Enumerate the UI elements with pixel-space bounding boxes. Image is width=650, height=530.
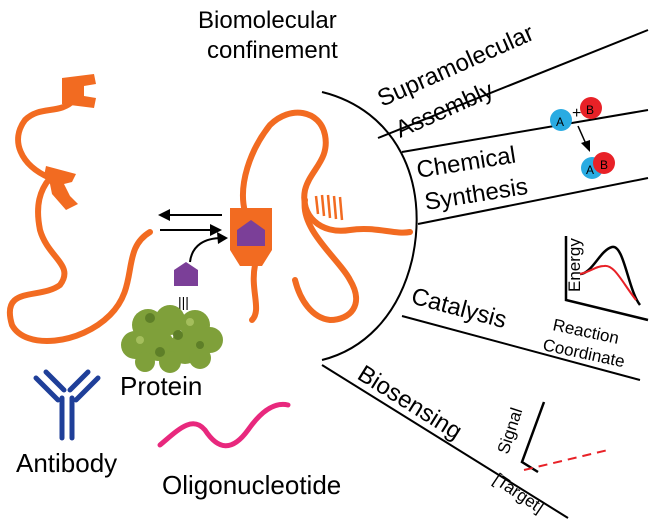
uncatalyzed-energy-curve	[579, 245, 642, 306]
protein-label: Protein	[120, 371, 202, 401]
signal-response-line	[523, 449, 609, 471]
oligonucleotide-label: Oligonucleotide	[162, 470, 341, 500]
energy-axis-label: Energy	[565, 238, 584, 292]
oligonucleotide-icon	[157, 401, 291, 449]
product-b-letter: B	[600, 158, 608, 172]
hybridization-rungs	[314, 194, 344, 221]
equilibrium-arrows	[158, 209, 228, 263]
bound-aptamer-strand-lower	[249, 197, 359, 324]
title-line-1: Biomolecular	[198, 7, 337, 34]
catalyzed-energy-curve	[579, 264, 637, 301]
antibody-icon	[33, 369, 101, 441]
signal-plot: Signal [Target]	[490, 401, 609, 517]
energy-plot: Energy Reaction Coordinate	[541, 236, 649, 371]
catalysis-label: Catalysis	[408, 283, 509, 334]
product-b-icon	[593, 152, 615, 174]
free-ligand-icon	[174, 262, 198, 286]
reactant-b-letter: B	[586, 103, 594, 117]
reactant-b-icon	[580, 97, 602, 119]
binding-site-top-icon	[62, 74, 96, 108]
unbound-aptamer-strand	[6, 97, 153, 344]
reaction-arrow-icon	[581, 140, 590, 152]
product-a-letter: A	[586, 163, 594, 177]
target-axis-label: [Target]	[490, 470, 548, 517]
reactant-a-letter: A	[556, 115, 564, 129]
plus-sign: +	[572, 105, 581, 122]
signal-axis-label: Signal	[494, 405, 527, 456]
biosensing-label: Biosensing	[353, 360, 467, 445]
reaction-scheme: A + B A B	[550, 97, 615, 179]
bound-ligand-icon	[237, 220, 265, 246]
energy-axes	[564, 236, 649, 322]
reactant-a-icon	[550, 109, 572, 131]
application-dividers	[321, 29, 649, 519]
antibody-label: Antibody	[16, 448, 117, 478]
title-line-2: confinement	[207, 37, 338, 64]
binding-site-middle-icon	[44, 166, 78, 210]
triple-bond-symbol: |||	[178, 294, 189, 310]
protein-icon	[121, 305, 223, 373]
confinement-arc	[321, 91, 418, 361]
bound-aptamer-strand	[239, 109, 413, 236]
